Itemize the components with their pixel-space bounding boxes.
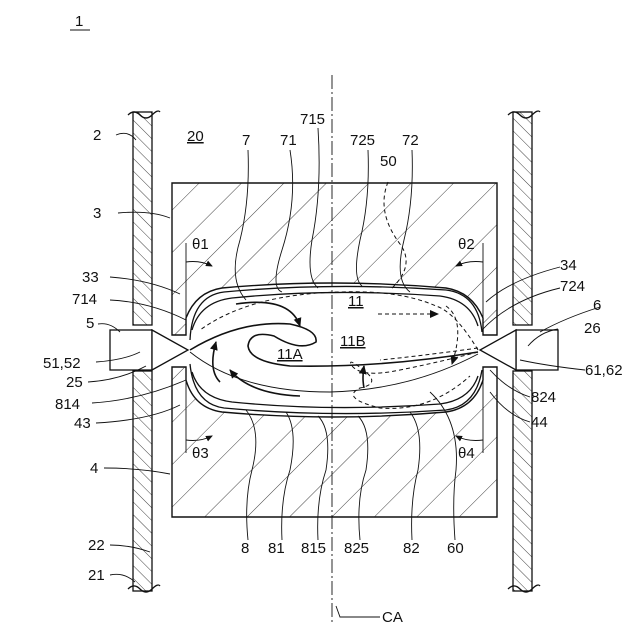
label-81: 81 (268, 540, 285, 557)
label-50: 50 (380, 153, 397, 170)
right-nozzle (480, 330, 558, 370)
flow-solid-loop (190, 324, 478, 367)
label-21: 21 (88, 567, 105, 584)
label-22: 22 (88, 537, 105, 554)
label-25: 25 (66, 374, 83, 391)
label-724: 724 (560, 278, 585, 295)
label-11B: 11B (340, 333, 366, 350)
cavity-outline (190, 286, 482, 413)
label-814: 814 (55, 396, 80, 413)
label-43: 43 (74, 415, 91, 432)
label-82: 82 (403, 540, 420, 557)
label-2: 2 (93, 127, 101, 144)
flow-dashed-main (200, 292, 478, 360)
label-61-62: 61,62 (585, 362, 623, 379)
label-725: 725 (350, 132, 375, 149)
label-824: 824 (531, 389, 556, 406)
label-3: 3 (93, 205, 101, 222)
upper-mold-block (172, 183, 497, 335)
label-11: 11 (348, 293, 364, 310)
label-33: 33 (82, 269, 99, 286)
flow-solid-up-arrow (213, 342, 220, 382)
label-4: 4 (90, 460, 98, 477)
label-815: 815 (301, 540, 326, 557)
label-825: 825 (344, 540, 369, 557)
left-nozzle (110, 330, 188, 370)
figure-number: 1 (75, 13, 83, 30)
label-theta1: θ1 (192, 236, 209, 253)
flow-solid-right-arrow (363, 366, 364, 388)
label-6: 6 (593, 297, 601, 314)
label-714: 714 (72, 291, 97, 308)
label-11A: 11A (277, 346, 303, 363)
label-60: 60 (447, 540, 464, 557)
label-20: 20 (187, 128, 204, 145)
label-7: 7 (242, 132, 250, 149)
label-theta3: θ3 (192, 445, 209, 462)
label-34: 34 (560, 257, 577, 274)
label-theta4: θ4 (458, 445, 475, 462)
label-5: 5 (86, 315, 94, 332)
label-72: 72 (402, 132, 419, 149)
label-theta2: θ2 (458, 236, 475, 253)
label-715: 715 (300, 111, 325, 128)
label-26: 26 (584, 320, 601, 337)
label-CA: CA (382, 609, 403, 626)
label-71: 71 (280, 132, 297, 149)
label-44: 44 (531, 414, 548, 431)
label-8: 8 (241, 540, 249, 557)
label-51-52: 51,52 (43, 355, 81, 372)
flow-solid-upper (236, 302, 300, 326)
lower-mold-block (172, 367, 497, 517)
flow-solid-lower-arrow (230, 370, 300, 396)
